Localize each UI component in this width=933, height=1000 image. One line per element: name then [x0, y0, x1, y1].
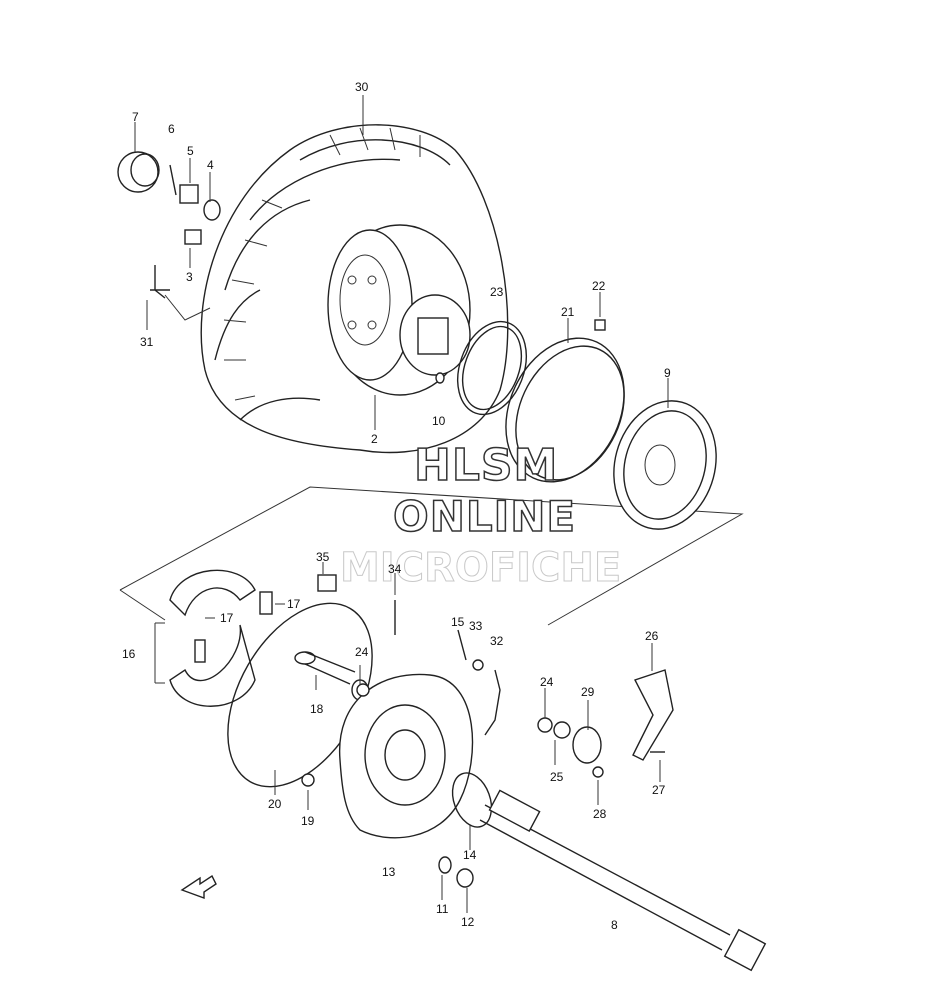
callout-16: 16 [122, 647, 136, 661]
spring-17-lower [194, 639, 206, 663]
leader-lines [134, 95, 669, 913]
washer-24a [356, 683, 370, 697]
callout-9: 9 [664, 366, 671, 380]
callout-27: 27 [652, 783, 666, 797]
hub-cap [117, 151, 160, 193]
bolt-19 [301, 773, 315, 787]
callout-7: 7 [132, 110, 139, 124]
washer-24b [537, 717, 553, 733]
tire-valve [150, 265, 170, 299]
callout-4: 4 [207, 158, 214, 172]
callout-5: 5 [187, 144, 194, 158]
shoe-group-outline [119, 589, 166, 621]
callout-33: 33 [469, 619, 483, 633]
callout-15: 15 [451, 615, 465, 629]
nut-33 [472, 659, 484, 671]
callout-22: 22 [592, 279, 606, 293]
callout-30: 30 [355, 80, 369, 94]
drum-cover-ring [505, 337, 625, 483]
callout-25: 25 [550, 770, 564, 784]
nut-28 [592, 766, 604, 778]
callout-24-left: 24 [355, 645, 369, 659]
cotter-pin [169, 164, 177, 196]
callout-18: 18 [310, 702, 324, 716]
forward-arrow-icon [180, 874, 217, 899]
spring-17-upper [259, 591, 273, 615]
callout-34: 34 [388, 562, 402, 576]
o-ring-25 [553, 721, 571, 739]
watermark-line-2: ONLINE [392, 491, 577, 542]
callout-10: 10 [432, 414, 446, 428]
brake-shoes [169, 569, 256, 707]
callout-6: 6 [168, 122, 175, 136]
nut-3 [184, 229, 202, 245]
callout-13: 13 [382, 865, 396, 879]
washer-4 [203, 199, 221, 221]
callout-24-right: 24 [540, 675, 554, 689]
callout-31: 31 [140, 335, 154, 349]
washer-11 [438, 856, 452, 874]
callout-17-lower: 17 [220, 611, 234, 625]
watermark-line-3: MICROFICHE [339, 545, 622, 592]
rear-axle [479, 789, 767, 972]
callout-28: 28 [593, 807, 607, 821]
bolt-22 [594, 319, 606, 331]
o-ring-14 [451, 772, 493, 828]
callout-29: 29 [581, 685, 595, 699]
castle-nut [179, 184, 199, 204]
bolt-12 [456, 868, 474, 888]
callout-11: 11 [436, 902, 449, 916]
callout-19: 19 [301, 814, 315, 828]
brake-drum [613, 400, 717, 530]
callout-35: 35 [316, 550, 330, 564]
breather-hose [484, 669, 501, 736]
clip-35 [317, 574, 337, 592]
callout-32: 32 [490, 634, 504, 648]
callout-20: 20 [268, 797, 282, 811]
upper-group-outline [119, 486, 744, 626]
callout-12: 12 [461, 915, 475, 929]
brake-arm-26 [632, 669, 674, 761]
callout-26: 26 [645, 629, 659, 643]
callout-3: 3 [186, 270, 193, 284]
callout-8: 8 [611, 918, 618, 932]
callout-17-upper: 17 [287, 597, 301, 611]
seal-ring [457, 320, 527, 416]
callout-14: 14 [463, 848, 477, 862]
callout-21: 21 [561, 305, 575, 319]
watermark-line-1: HLSM [413, 439, 559, 492]
brake-panel [339, 673, 474, 839]
callout-23: 23 [490, 285, 504, 299]
callout-2: 2 [371, 432, 378, 446]
return-spring-29 [572, 726, 602, 764]
wheel-hub [399, 294, 471, 384]
bolt-15 [457, 629, 467, 661]
